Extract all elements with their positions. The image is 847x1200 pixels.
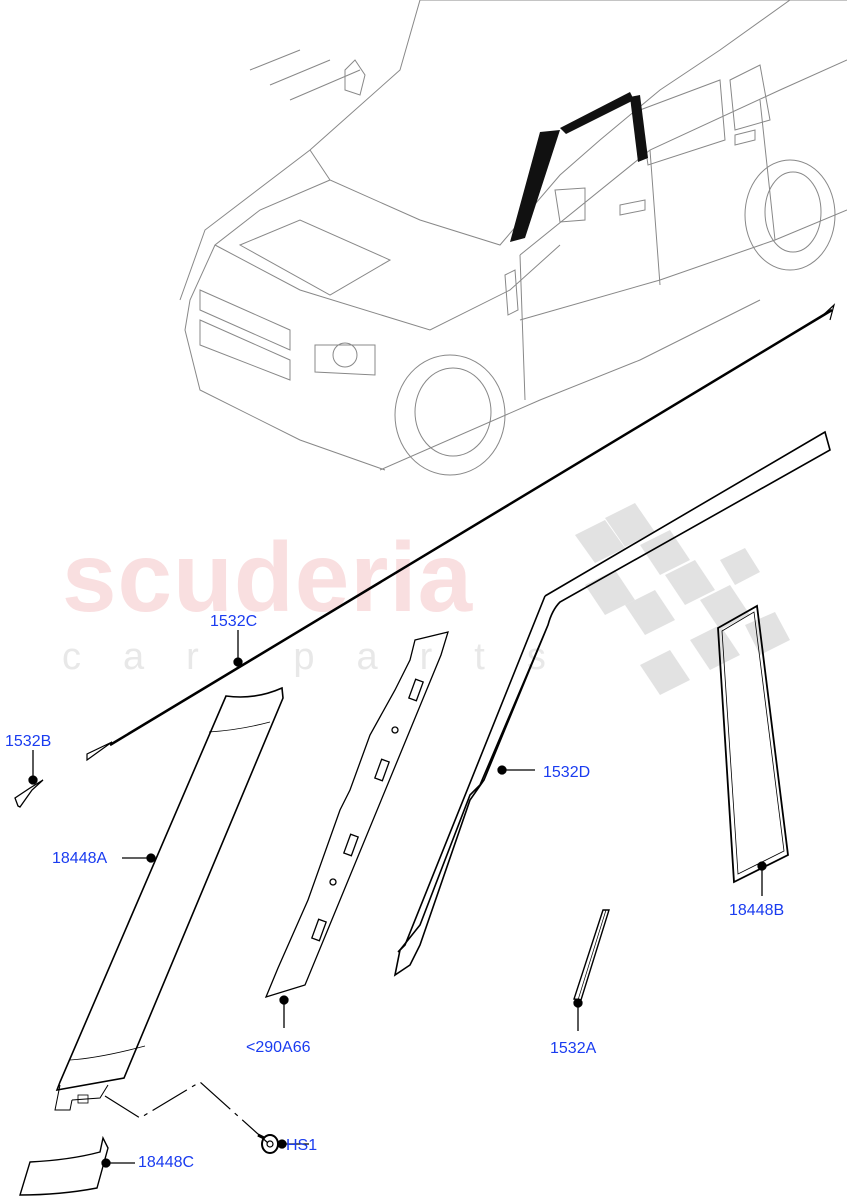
part-1532A-strip xyxy=(573,909,610,1001)
callout-18448A[interactable]: 18448A xyxy=(52,850,108,867)
part-1532B-clip xyxy=(14,779,44,808)
watermark-car-parts: car parts xyxy=(62,636,588,678)
part-18448B-pillar-finisher xyxy=(717,604,789,884)
watermark-scuderia: scuderia xyxy=(62,522,474,632)
callout-1532B[interactable]: 1532B xyxy=(5,733,52,750)
part-1532C-moulding xyxy=(86,303,836,762)
part-290A66-bracket xyxy=(264,631,449,999)
part-1532D-door-moulding xyxy=(393,430,831,977)
callout-18448B[interactable]: 18448B xyxy=(729,902,785,919)
callout-1532D[interactable]: 1532D xyxy=(543,764,591,781)
callout-1532C[interactable]: 1532C xyxy=(210,613,258,630)
part-HS1-screw xyxy=(104,1081,279,1154)
callout-290A66[interactable]: <290A66 xyxy=(246,1039,311,1056)
callout-HS1[interactable]: HS1 xyxy=(286,1137,318,1154)
part-18448A-pillar-finisher xyxy=(54,686,284,1111)
part-18448C-lower-trim xyxy=(19,1135,109,1196)
checkered-flag-watermark xyxy=(575,503,790,695)
leader-lines xyxy=(28,630,767,1168)
callout-18448C[interactable]: 18448C xyxy=(138,1154,195,1171)
callout-1532A[interactable]: 1532A xyxy=(550,1040,597,1057)
highlighted-pillars xyxy=(510,92,648,242)
